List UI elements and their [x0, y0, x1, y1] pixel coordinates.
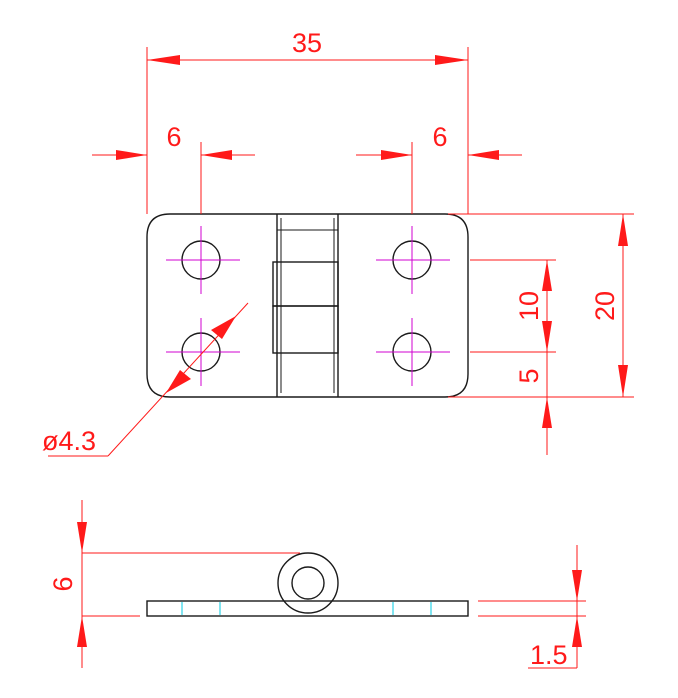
dimension-hole-diameter: ø4.3 [42, 302, 249, 457]
side-knuckle-inner [291, 566, 325, 600]
dimension-thickness: 1.5 [478, 545, 586, 670]
dimension-hole-spacing: 10 [470, 259, 556, 353]
dimension-bottom-hole-offset: 5 [514, 352, 552, 455]
dim-text-10: 10 [514, 291, 544, 321]
side-plate [146, 600, 469, 617]
dimension-overall-height: 20 [448, 213, 634, 398]
knuckle-segment-1 [272, 261, 339, 307]
knuckle-segment-2 [272, 305, 339, 354]
dim-text-35: 35 [292, 28, 322, 58]
dimension-overall-width: 35 [146, 28, 469, 214]
plate-outline [146, 213, 469, 398]
dim-text-5: 5 [514, 368, 544, 383]
dim-text-diameter: ø4.3 [42, 426, 96, 456]
dim-text-20: 20 [590, 291, 620, 321]
dimension-right-hole-offset: 6 [356, 122, 522, 214]
dim-text-1-5: 1.5 [530, 640, 568, 670]
side-knuckle-outer [277, 552, 339, 614]
dim-text-side-6: 6 [48, 576, 78, 591]
hinge-side-view [146, 552, 469, 617]
dim-text-6-left: 6 [166, 122, 181, 152]
hinge-top-view [146, 213, 469, 398]
dimension-left-hole-offset: 6 [92, 122, 255, 214]
dimension-side-height: 6 [48, 500, 300, 668]
dim-text-6-right: 6 [432, 122, 447, 152]
